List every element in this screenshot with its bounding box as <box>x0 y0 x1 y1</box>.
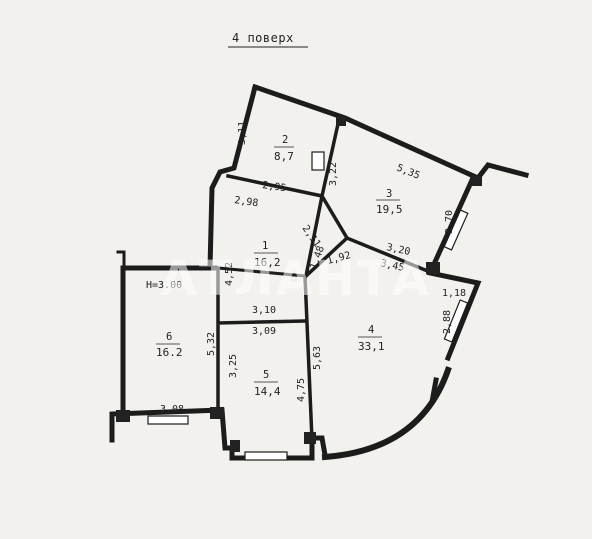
room-3-number: 3 <box>386 188 392 200</box>
window-room5 <box>244 451 288 461</box>
room-2-label: 2 8,7 <box>274 134 294 163</box>
room-5-number: 5 <box>263 369 269 381</box>
room-4-label: 4 33,1 <box>358 324 385 353</box>
dim-4-75: 4,75 <box>296 378 307 402</box>
column-n <box>336 116 346 126</box>
dim-3-09: 3,09 <box>252 326 276 337</box>
room-1-label: 1 16,2 <box>254 240 281 269</box>
height-note: H=3.00 <box>146 280 182 291</box>
dim-3-11: 3,11 <box>237 121 248 145</box>
room-4-number: 4 <box>368 324 374 336</box>
dim-2-88: 2,88 <box>442 310 453 334</box>
dim-3-45: 3,45 <box>379 258 405 274</box>
room-5-area: 14,4 <box>254 385 281 398</box>
dim-2-95: 2,95 <box>262 180 287 194</box>
room-1-number: 1 <box>262 240 268 252</box>
window-room6 <box>147 415 189 425</box>
column-s <box>210 407 224 419</box>
column-room5-left <box>230 440 240 452</box>
room-1-area: 16,2 <box>254 256 281 269</box>
room-3-area: 19,5 <box>376 203 403 216</box>
dim-3-08: 3,08 <box>160 404 184 415</box>
dim-3-25: 3,25 <box>228 354 239 378</box>
dim-4-52: 4,52 <box>224 262 235 286</box>
window-room3 <box>443 209 469 251</box>
room-2-number: 2 <box>282 134 288 146</box>
window-room4 <box>443 299 469 343</box>
dim-5-35: 5,35 <box>395 163 421 182</box>
column-room5-right <box>304 432 316 444</box>
curved-wall <box>321 366 452 461</box>
interior-walls <box>216 121 433 442</box>
room-4-area: 33,1 <box>358 340 385 353</box>
dim-5-63: 5,63 <box>312 346 323 370</box>
dim-3-10: 3,10 <box>252 305 276 316</box>
room-3-label: 3 19,5 <box>376 188 403 216</box>
watermark-logo: АТЛАНТА <box>160 251 431 307</box>
column-ne <box>470 176 482 186</box>
room-6-label: 6 16.2 <box>156 331 183 359</box>
dim-3-20: 3,20 <box>385 242 411 258</box>
dim-3-22: 3,22 <box>328 162 339 186</box>
room6-top <box>116 250 307 278</box>
dim-5-32: 5,32 <box>206 332 217 356</box>
closet-room2 <box>311 151 325 171</box>
dim-2-98: 2,98 <box>234 195 259 209</box>
room-2-area: 8,7 <box>274 150 294 163</box>
column-east <box>426 262 440 274</box>
room-6-area: 16.2 <box>156 346 183 359</box>
room-6-number: 6 <box>166 331 172 343</box>
dim-1-18: 1,18 <box>442 288 466 299</box>
floor-title: 4 поверх <box>232 31 294 45</box>
room-5-label: 5 14,4 <box>254 369 281 398</box>
dim-3-70: 3,70 <box>444 210 455 234</box>
column-sw <box>116 410 130 422</box>
